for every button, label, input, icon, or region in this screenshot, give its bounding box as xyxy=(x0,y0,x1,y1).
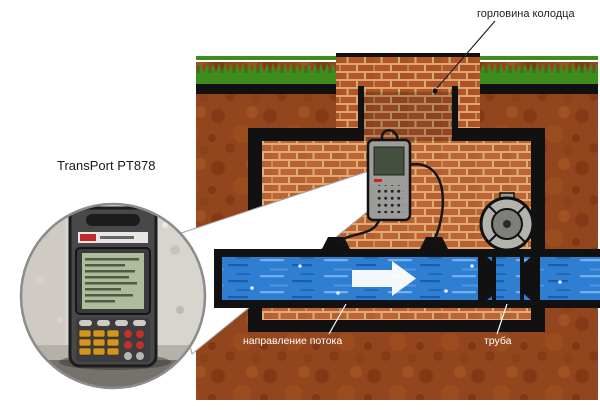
flow-direction-annotation: направление потока xyxy=(243,303,347,347)
meter-screen xyxy=(373,146,405,176)
well-neck-label: горловина колодца xyxy=(477,8,575,20)
pipe-label: труба xyxy=(484,335,512,347)
cable-right xyxy=(408,163,445,242)
meter-keypad xyxy=(374,185,404,213)
valve xyxy=(478,192,540,308)
flow-direction-label: направление потока xyxy=(243,335,342,347)
hanger-loop xyxy=(380,129,400,141)
brand-mark xyxy=(80,234,96,241)
slab-structure xyxy=(196,84,598,94)
handheld-meter xyxy=(337,129,445,244)
cable-left xyxy=(337,219,381,244)
photo-device-handle xyxy=(86,214,140,226)
pipe-annotation: труба xyxy=(484,303,512,347)
flow-arrow-icon xyxy=(352,261,416,296)
pipe xyxy=(214,249,600,308)
well-neck xyxy=(336,53,480,141)
device-title-label: TransPort PT878 xyxy=(57,158,156,173)
callout-circle-border xyxy=(19,202,207,390)
photo-device-screen xyxy=(82,253,144,309)
well-neck-annotation: горловина колодца xyxy=(432,8,575,94)
transducer-right xyxy=(420,237,448,249)
